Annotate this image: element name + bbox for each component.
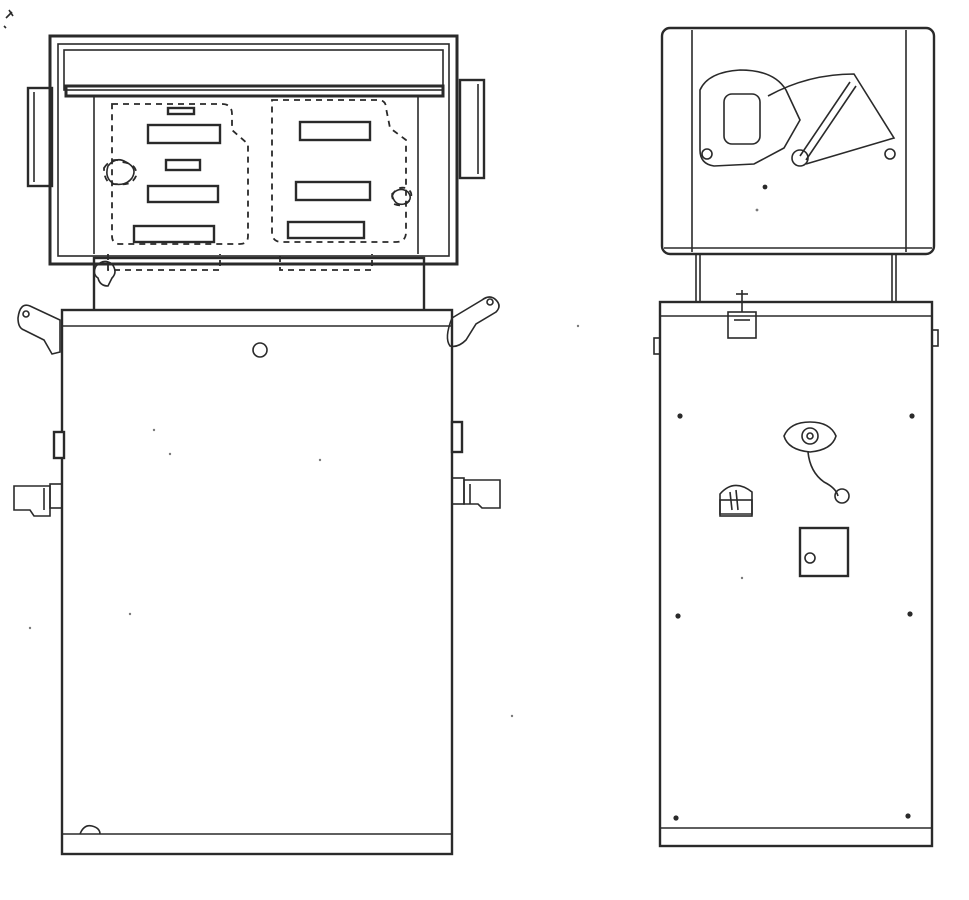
background-specks [28, 324, 744, 718]
head-support-post [92, 256, 426, 315]
pump-cabinet [60, 308, 454, 856]
head-handle-right [458, 78, 486, 180]
pressure-fitting [783, 421, 850, 504]
bracket-right [446, 296, 500, 348]
corner-mark [3, 9, 14, 29]
head-clip [93, 260, 116, 287]
nozzle-holder-right [451, 477, 501, 509]
meter-head [660, 26, 936, 256]
front-view [3, 9, 501, 856]
bracket-left [17, 304, 61, 355]
display-head [48, 34, 459, 266]
side-support-rods [695, 252, 897, 304]
head-handle-left [26, 86, 54, 188]
mounting-holes [673, 413, 915, 821]
dial-mechanism [699, 69, 896, 212]
crank-knob [719, 484, 753, 517]
latch-right [450, 420, 464, 454]
counter-slots [106, 106, 412, 244]
valve-fitting [727, 290, 757, 339]
side-cabinet [653, 300, 939, 848]
latch-left [52, 430, 66, 460]
side-view [653, 26, 939, 848]
access-plate [798, 526, 850, 578]
nozzle-holder-left [13, 483, 63, 517]
